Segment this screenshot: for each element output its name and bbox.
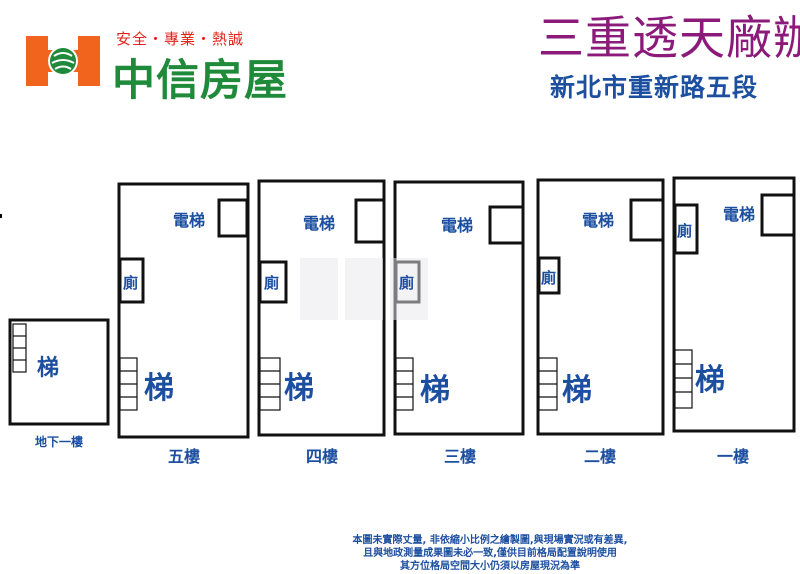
floor-outline-5f (117, 182, 250, 439)
stairs-icon-1f (674, 349, 693, 409)
elevator-shaft-4f (354, 198, 386, 244)
floor-label-3f: 三樓 (443, 447, 477, 466)
elevator-shaft-5f (217, 198, 249, 238)
elevator-shaft-1f (760, 193, 796, 237)
stairs-label-5f: 梯 (144, 371, 174, 406)
toilet-label-1f: 廁 (677, 222, 692, 240)
elevator-label-4f: 電梯 (303, 214, 335, 233)
floor-outline-4f (257, 179, 386, 437)
stairs-label-4f: 梯 (284, 371, 314, 406)
toilet-room-2f (537, 256, 561, 295)
watermark-block (390, 258, 428, 320)
floor-outline-1f (672, 176, 796, 433)
company-logo: 安全・專業・熱誠 中信房屋 (0, 0, 338, 120)
floor-label-1f: 一樓 (716, 447, 750, 466)
stairs-label-b1: 梯 (37, 355, 59, 381)
edge-mark (0, 214, 2, 218)
logo-slogan: 安全・專業・熱誠 (116, 30, 245, 48)
floor-label-b1: 地下一樓 (34, 435, 84, 449)
watermark-block (345, 258, 383, 320)
toilet-room-5f (118, 257, 145, 304)
disclaimer-note: 本圖未實際丈量, 非依縮小比例之繪製圖,與現場實況或有差異, 且與地政測量成果圖… (0, 534, 800, 573)
disclaimer-line: 本圖未實際丈量, 非依縮小比例之繪製圖,與現場實況或有差異, (352, 535, 628, 546)
toilet-label-3f: 廁 (399, 274, 414, 292)
elevator-label-5f: 電梯 (173, 211, 205, 230)
floor-label-4f: 四樓 (305, 447, 339, 466)
toilet-label-4f: 廁 (264, 274, 279, 292)
logo-mark-icon (26, 36, 100, 86)
elevator-label-3f: 電梯 (441, 216, 473, 235)
stairs-label-2f: 梯 (562, 373, 592, 408)
elevator-shaft-2f (629, 198, 665, 242)
elevator-label-1f: 電梯 (723, 205, 755, 224)
watermark-block (300, 258, 338, 320)
elevator-label-2f: 電梯 (582, 211, 614, 230)
toilet-room-1f (673, 203, 699, 255)
toilet-label-2f: 廁 (541, 269, 556, 287)
logo-brand-name: 中信房屋 (112, 56, 288, 106)
disclaimer-line: 且與地政測量成果圖未必一致,僅供目前格局配置說明使用 (363, 548, 617, 559)
floor-outline-b1 (8, 318, 110, 426)
floor-outline-2f (536, 178, 665, 436)
toilet-room-4f (258, 260, 288, 304)
floor-label-2f: 二樓 (583, 447, 617, 466)
toilet-label-5f: 廁 (123, 274, 138, 292)
property-address: 新北市重新路五段 (550, 73, 759, 102)
stairs-label-3f: 梯 (420, 373, 450, 408)
stairs-label-1f: 梯 (695, 363, 725, 398)
disclaimer-line: 其方位格局空間大小仍須以房屋現況為準 (400, 561, 580, 572)
elevator-shaft-3f (488, 205, 525, 245)
page-title: 三重透天廠辦 (538, 11, 800, 65)
floor-label-5f: 五樓 (167, 447, 201, 466)
